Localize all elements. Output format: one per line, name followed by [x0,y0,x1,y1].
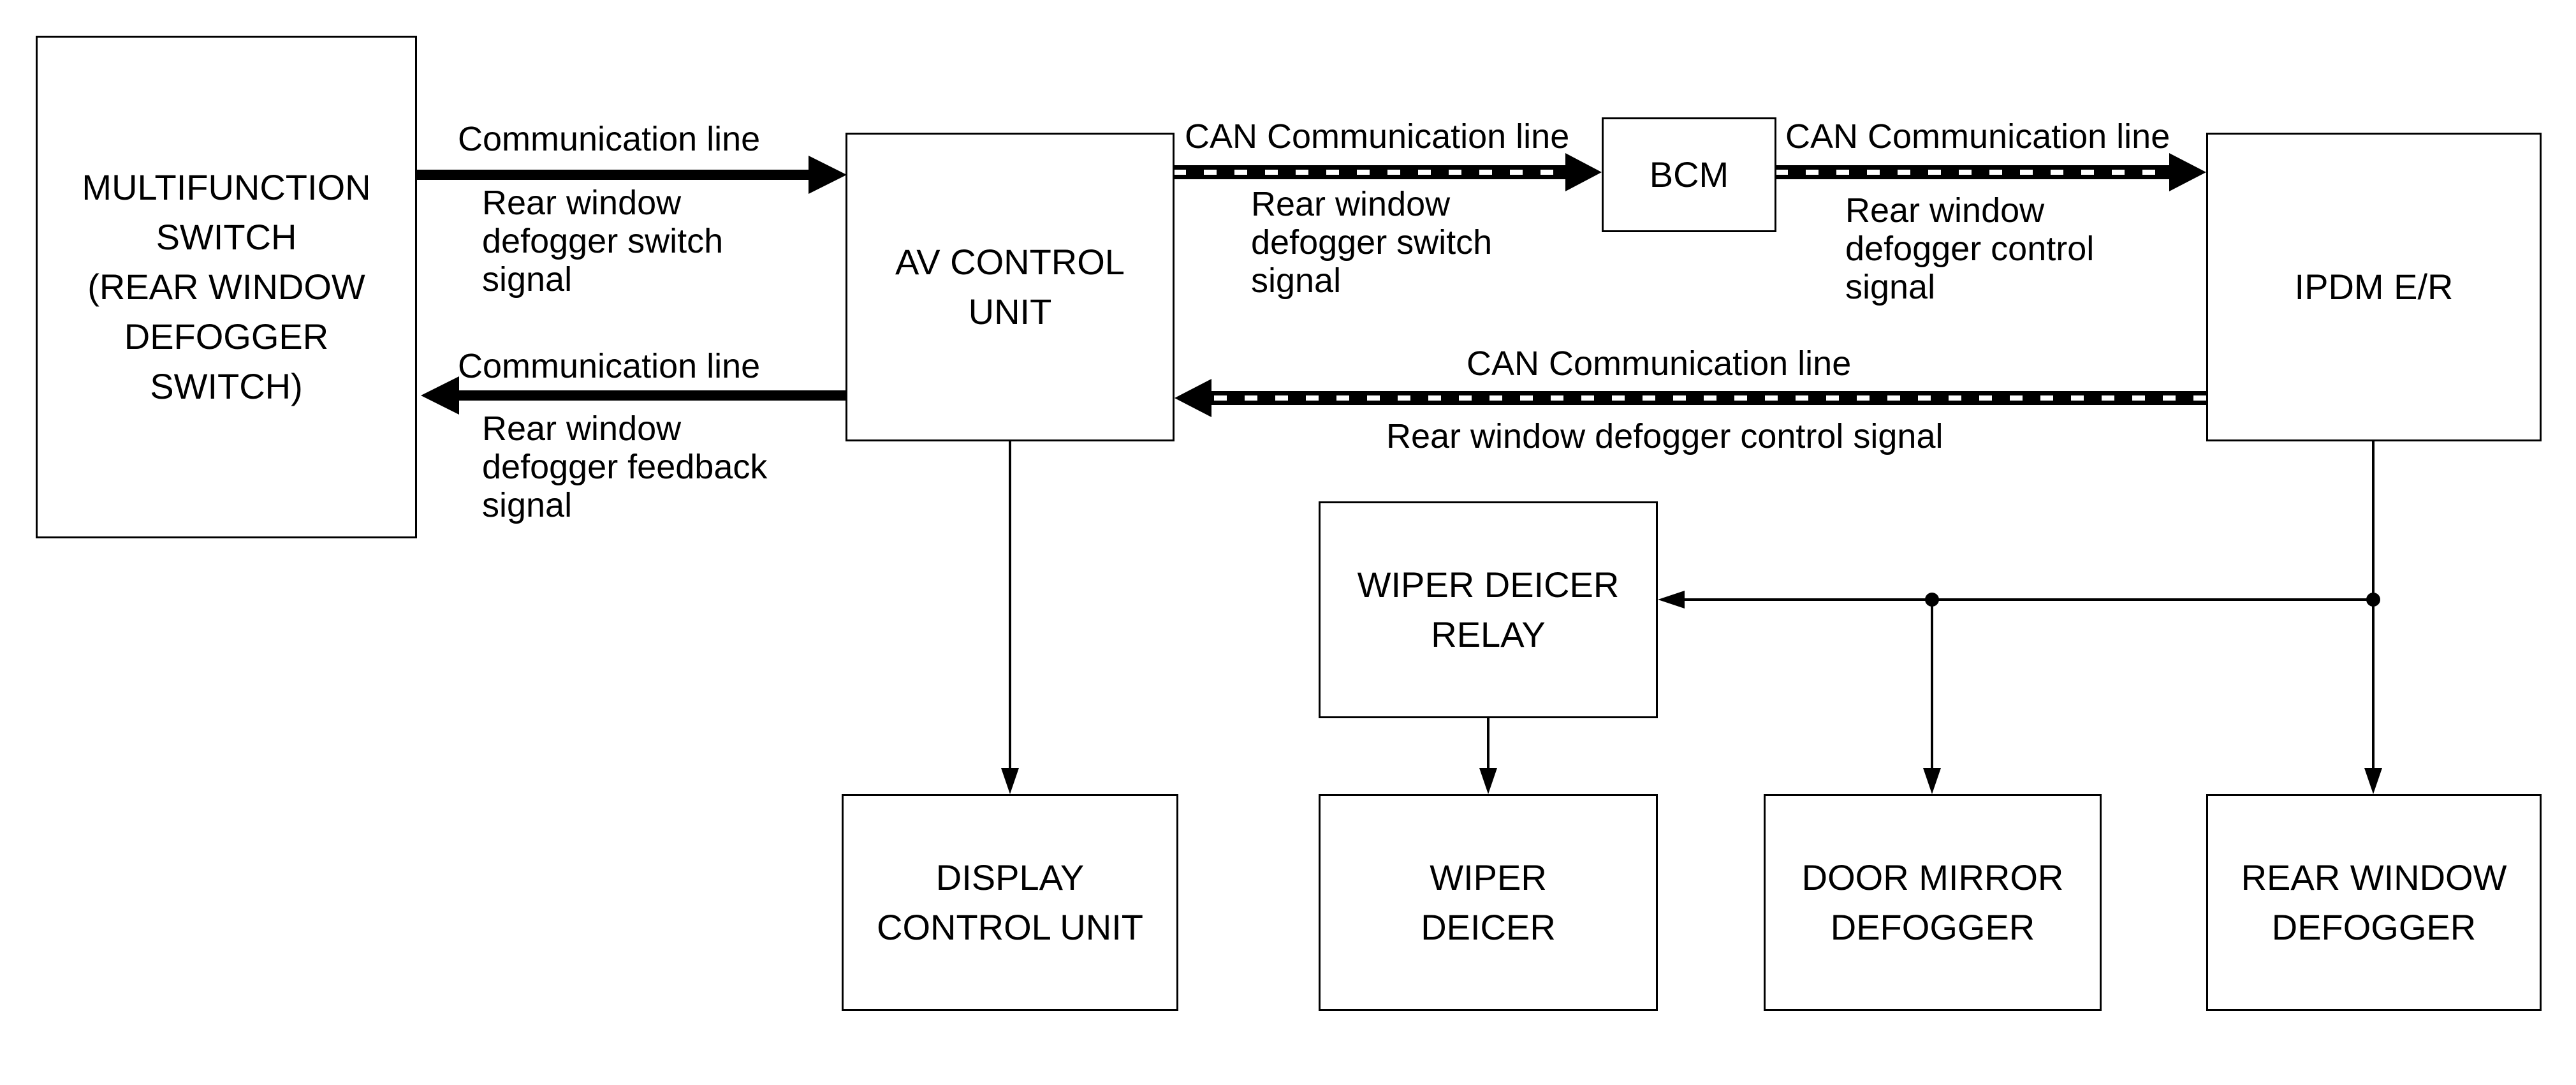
comm-line-av-to-switch [421,376,845,415]
can-line-bcm-ipdm-label: CAN Communication line [1785,117,2170,156]
comm-line-bottom-label: Communication line [458,347,761,385]
can-line-bcm-to-ipdm [1775,153,2206,191]
ipdm-label: IPDM E/R [2294,267,2454,307]
av-control-unit-label: AV CONTROL UNIT [895,242,1125,332]
wiper-deicer-relay-block: WIPER DEICER RELAY [1319,501,1658,718]
door-mirror-defogger-block: DOOR MIRROR DEFOGGER [1764,794,2102,1011]
line-ipdm-output [1658,441,2382,794]
comm-line-switch-to-av [416,156,847,194]
rear-window-defogger-label: REAR WINDOW DEFOGGER [2241,857,2507,947]
line-relay-to-deicer [1479,718,1497,794]
rear-window-defogger-block: REAR WINDOW DEFOGGER [2206,794,2542,1011]
wiper-deicer-block: WIPER DEICER [1319,794,1658,1011]
bcm-label: BCM [1649,154,1729,195]
multifunction-switch-block: MULTIFUNCTION SWITCH (REAR WINDOW DEFOGG… [36,36,417,538]
comm-line-top-label: Communication line [458,120,761,158]
switch-signal-label-1: Rear window defogger switch signal [482,184,724,299]
control-signal-label-1: Rear window defogger control signal [1845,191,2095,306]
line-av-to-display [1001,441,1019,794]
can-line-av-bcm-label: CAN Communication line [1185,117,1570,156]
wiper-deicer-relay-label: WIPER DEICER RELAY [1357,565,1620,654]
control-signal-label-2: Rear window defogger control signal [1386,417,1943,455]
display-control-unit-block: DISPLAY CONTROL UNIT [842,794,1178,1011]
wiper-deicer-label: WIPER DEICER [1421,857,1556,947]
av-control-unit-block: AV CONTROL UNIT [845,133,1175,441]
bcm-block: BCM [1602,117,1776,232]
door-mirror-defogger-label: DOOR MIRROR DEFOGGER [1801,857,2064,947]
multifunction-switch-label: MULTIFUNCTION SWITCH (REAR WINDOW DEFOGG… [82,167,371,406]
display-control-unit-label: DISPLAY CONTROL UNIT [877,857,1143,947]
feedback-signal-label: Rear window defogger feedback signal [482,410,768,524]
ipdm-block: IPDM E/R [2206,133,2542,441]
switch-signal-label-2: Rear window defogger switch signal [1251,185,1493,300]
can-line-return-label: CAN Communication line [1467,344,1852,383]
can-line-av-to-bcm [1173,153,1602,191]
can-line-ipdm-to-av [1175,379,2206,417]
